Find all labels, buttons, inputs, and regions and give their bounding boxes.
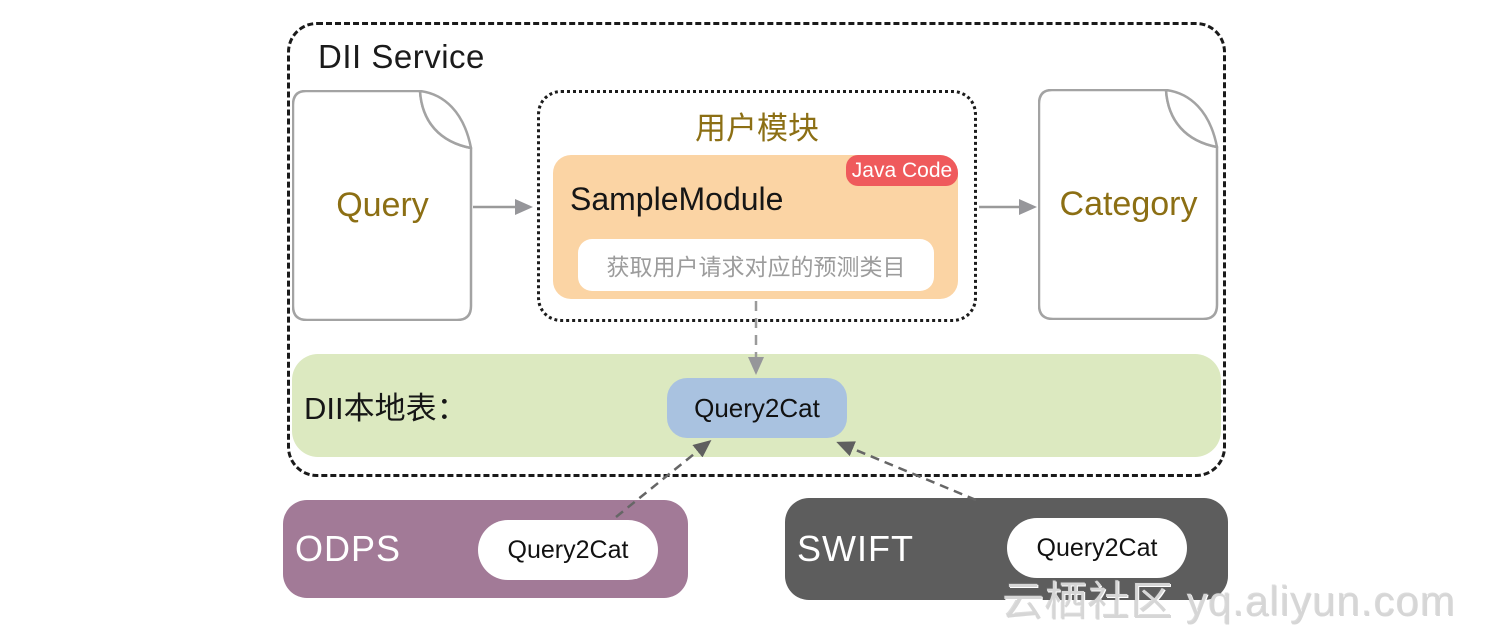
sample-module-description: 获取用户请求对应的预测类目 bbox=[578, 239, 934, 291]
category-document: Category bbox=[1038, 89, 1219, 320]
swift-query2cat-pill: Query2Cat bbox=[1007, 518, 1187, 578]
dii-service-title: DII Service bbox=[318, 38, 485, 75]
local-table-query2cat: Query2Cat bbox=[667, 378, 847, 438]
odps-box: ODPS Query2Cat bbox=[283, 500, 688, 598]
query-document: Query bbox=[292, 90, 473, 321]
swift-box: SWIFT Query2Cat bbox=[785, 498, 1228, 600]
document-icon bbox=[292, 90, 473, 321]
category-label: Category bbox=[1059, 185, 1198, 223]
sample-module-name: SampleModule bbox=[570, 181, 784, 217]
odps-label: ODPS bbox=[295, 528, 402, 569]
user-module-title: 用户模块 bbox=[695, 111, 819, 146]
local-table-label: DII本地表： bbox=[304, 391, 468, 426]
swift-label: SWIFT bbox=[797, 528, 914, 569]
query-label: Query bbox=[336, 186, 429, 224]
sample-module-card: Java Code SampleModule 获取用户请求对应的预测类目 bbox=[553, 155, 958, 299]
watermark: 云栖社区 yq.aliyun.com bbox=[1002, 578, 1457, 625]
document-icon bbox=[1038, 89, 1219, 320]
dii-service-container bbox=[287, 22, 1226, 477]
odps-query2cat-pill: Query2Cat bbox=[478, 520, 658, 580]
java-code-badge: Java Code bbox=[846, 155, 958, 186]
